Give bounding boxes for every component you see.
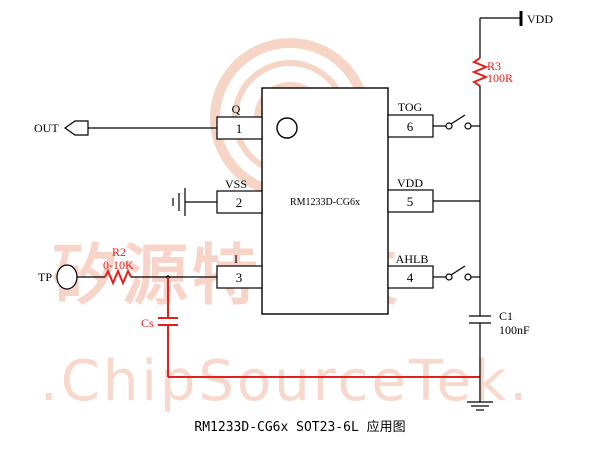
- c1-name: C1: [499, 309, 513, 323]
- r3-name: R3: [487, 59, 501, 73]
- r2-value: 0-10K: [103, 258, 134, 272]
- resistor-r3-icon: [471, 57, 489, 87]
- pin-number-1: 1: [236, 121, 243, 136]
- pin-name-i: I: [234, 252, 238, 266]
- tog-switch-lever-icon: [450, 114, 466, 125]
- c1-value: 100nF: [499, 323, 530, 337]
- pin-number-5: 5: [407, 194, 414, 209]
- pin-name-tog: TOG: [398, 100, 423, 114]
- net-label-tp: TP: [38, 270, 52, 284]
- watermark-english: .ChipSourceTek.: [40, 349, 530, 414]
- pin-name-q: Q: [232, 102, 241, 116]
- pin-name-vdd: VDD: [397, 176, 423, 190]
- pin1-marker-icon: [276, 117, 298, 139]
- pin-number-2: 2: [236, 195, 243, 210]
- net-label-out: OUT: [34, 121, 59, 135]
- test-point-icon: [56, 264, 78, 290]
- chip-name: RM1233D-CG6x: [290, 197, 360, 208]
- pin-number-4: 4: [407, 270, 414, 285]
- pin-number-3: 3: [236, 270, 243, 285]
- pin-number-6: 6: [407, 119, 414, 134]
- resistor-r2-icon: [104, 268, 132, 286]
- output-port-icon: [63, 120, 89, 136]
- tog-switch-contact2-icon: [464, 122, 472, 130]
- ahlb-switch-contact-icon: [445, 273, 453, 281]
- pin-name-vss: VSS: [225, 177, 247, 191]
- cs-name: Cs: [141, 316, 154, 330]
- tog-switch-contact-icon: [445, 122, 453, 130]
- pin-name-ahlb: AHLB: [396, 252, 429, 266]
- r2-name: R2: [112, 245, 126, 259]
- ground-bottom-icon: [467, 401, 493, 411]
- diagram-caption: RM1233D-CG6x SOT23-6L 应用图: [194, 419, 405, 435]
- ahlb-switch-lever-icon: [450, 265, 466, 276]
- ahlb-switch-contact2-icon: [464, 273, 472, 281]
- r3-value: 100R: [487, 71, 513, 85]
- net-label-vdd: VDD: [527, 12, 553, 26]
- ground-symbol-icon: [172, 188, 186, 216]
